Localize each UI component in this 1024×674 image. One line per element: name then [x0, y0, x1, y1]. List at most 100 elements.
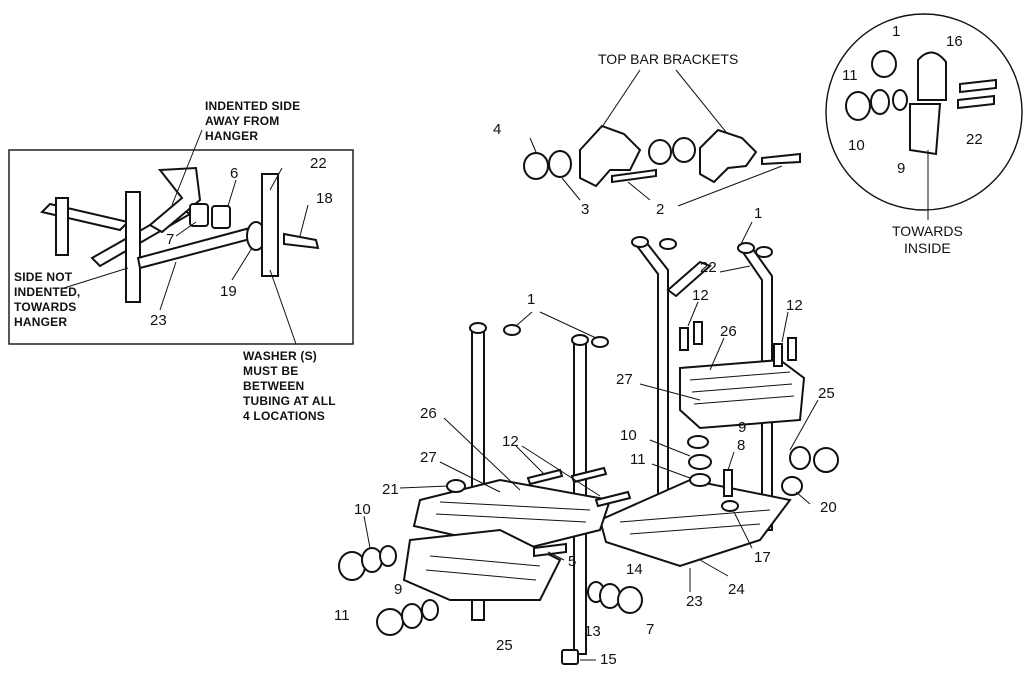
detail-circle: [825, 13, 1023, 211]
detail-washer-9: [892, 89, 908, 111]
rear-step-tread-3: [693, 395, 795, 405]
detail-tube-22: [909, 103, 942, 156]
rear-brace: [666, 260, 712, 298]
callout-main-22a: 22: [700, 259, 717, 276]
bolt-2-b: [761, 152, 801, 166]
callout-main-10a: 10: [620, 427, 637, 444]
leader-main-1c: [539, 311, 597, 339]
top-bar-brackets-group: TOP BAR BRACKETS 4 3 2: [493, 51, 801, 218]
leader-bracket-left: [599, 69, 641, 131]
front-cap-lower: [376, 608, 404, 636]
rear-bolt-12-d: [787, 337, 797, 361]
callout-inset-19: 19: [220, 283, 237, 300]
callout-main-27a: 27: [616, 371, 633, 388]
bushing-7-a: [189, 203, 209, 227]
bracket-left: [579, 124, 642, 188]
bracket-right: [699, 128, 758, 184]
callout-detail-1: 1: [892, 23, 900, 40]
hanger-vertical-tube: [125, 191, 141, 303]
rear-cap-25: [813, 447, 839, 473]
bushing-mid-a: [648, 139, 672, 165]
leader-main-10a: [649, 439, 691, 457]
bushing-mid-b: [672, 137, 696, 163]
front-bushing-10: [361, 547, 383, 573]
callout-detail-11: 11: [842, 67, 858, 84]
bolt-18: [283, 232, 320, 250]
callout-main-14: 14: [626, 561, 643, 578]
detail-circle-group: 1 16 11 10 9 22 TOWARDS INSIDE: [825, 13, 1023, 256]
note-not-indented-line4: HANGER: [14, 315, 67, 329]
callout-inset-7: 7: [166, 231, 174, 248]
rear-frame-assembly: 1 22 12 26 25 27 9 8 10 11 20 17 24 23 1…: [598, 205, 839, 610]
callout-main-25b: 25: [496, 637, 513, 654]
rear-step-upper: [679, 358, 806, 430]
detail-bracket: [917, 51, 947, 101]
leader-main-1a: [739, 221, 753, 247]
inset-frame: [8, 149, 354, 345]
front-washer-9: [379, 545, 397, 567]
front-bushing-14: [599, 583, 621, 609]
rear-bolt-8: [723, 469, 733, 497]
hanger-bent-tube: [148, 166, 202, 234]
rear-foot-20: [781, 476, 803, 496]
leader-main-26a: [709, 337, 725, 371]
front-bolt-12-c: [594, 490, 632, 508]
callout-main-11a: 11: [630, 451, 646, 468]
rear-washer-9: [687, 435, 709, 449]
note-indented-line3: HANGER: [205, 129, 258, 143]
front-cap-mid: [503, 324, 521, 336]
rear-washer-17: [721, 500, 739, 512]
callout-main-8: 8: [737, 437, 745, 454]
rear-cap-right: [737, 242, 755, 254]
leader-2b: [677, 165, 783, 207]
leader-main-12c: [515, 445, 545, 475]
callout-main-1b: 1: [527, 291, 535, 308]
front-bushing-lower: [401, 603, 423, 629]
detail-cap-1: [871, 50, 897, 78]
callout-detail-10: 10: [848, 137, 865, 154]
leader-main-5: [547, 551, 565, 561]
rear-lower-tread-2: [629, 523, 761, 535]
leader-main-26b: [443, 417, 521, 491]
callout-main-24: 24: [728, 581, 745, 598]
leader-main-11a: [651, 463, 691, 479]
leader-4: [529, 137, 537, 153]
front-bolt-12-b: [570, 466, 608, 484]
callout-detail-9: 9: [897, 160, 905, 177]
callout-bracket-2: 2: [656, 201, 664, 218]
leader-main-25a: [789, 399, 819, 451]
leader-washer: [269, 269, 297, 345]
front-part-21: [446, 479, 466, 493]
front-step-upper: [412, 478, 612, 552]
callout-main-15: 15: [600, 651, 617, 668]
bushing-3: [548, 150, 572, 178]
leader-main-10b: [363, 515, 371, 549]
front-bolt-5: [533, 542, 567, 558]
leader-23-inset: [159, 261, 177, 311]
note-washer-line1: WASHER (S): [243, 349, 317, 363]
leader-main-1b: [515, 311, 533, 327]
front-lower-tread-2: [425, 569, 537, 581]
hanger-post-left: [55, 197, 69, 256]
callout-main-12c: 12: [502, 433, 519, 450]
leader-main-27b: [439, 461, 501, 493]
callout-detail-16: 16: [946, 33, 963, 50]
callout-main-21: 21: [382, 481, 399, 498]
callout-main-20: 20: [820, 499, 837, 516]
callout-main-26b: 26: [420, 405, 437, 422]
leader-18: [299, 204, 309, 237]
callout-detail-22: 22: [966, 131, 983, 148]
note-not-indented-line2: INDENTED,: [14, 285, 80, 299]
note-not-indented-line3: TOWARDS: [14, 300, 77, 314]
bolt-2-a: [611, 168, 657, 184]
callout-main-5: 5: [568, 553, 576, 570]
rear-bushing-25: [789, 446, 811, 470]
rear-bolt-12-a: [679, 327, 689, 351]
leg-tube-22-inset: [261, 173, 279, 277]
front-cap-far: [591, 336, 609, 348]
leader-main-20: [795, 491, 811, 505]
front-cap-11: [338, 551, 366, 581]
hanger-inset-box: INDENTED SIDE AWAY FROM HANGER SIDE NOT …: [8, 99, 354, 423]
callout-main-26a: 26: [720, 323, 737, 340]
